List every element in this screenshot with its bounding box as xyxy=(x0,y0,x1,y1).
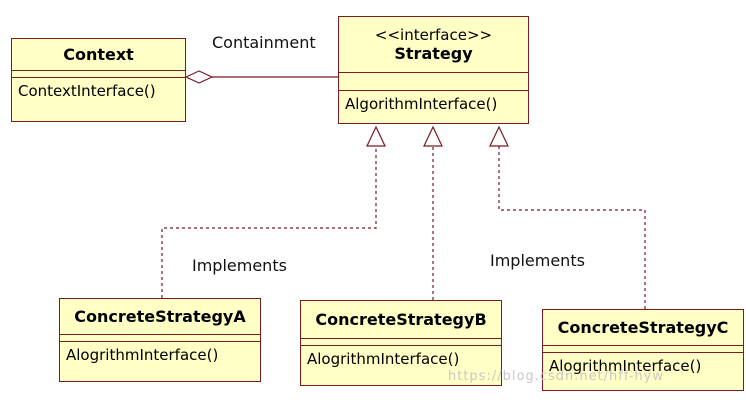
class-concrete-strategy-a[interactable]: ConcreteStrategyA AlogrithmInterface() xyxy=(59,298,261,382)
implements-label-left: Implements xyxy=(192,256,287,275)
containment-label: Containment xyxy=(212,33,316,52)
class-concrete-strategy-b[interactable]: ConcreteStrategyB AlogrithmInterface() xyxy=(300,300,502,386)
class-context-name: Context xyxy=(63,45,134,64)
class-concrete-strategy-c-name-compartment: ConcreteStrategyC xyxy=(543,310,743,346)
realization-arrowhead-a xyxy=(366,125,386,147)
class-concrete-strategy-b-name: ConcreteStrategyB xyxy=(315,310,487,329)
aggregation-diamond xyxy=(184,70,214,84)
class-concrete-strategy-b-name-compartment: ConcreteStrategyB xyxy=(301,301,501,339)
class-context-name-compartment: Context xyxy=(12,39,185,71)
implements-edge-c xyxy=(498,146,646,309)
class-concrete-strategy-b-attributes xyxy=(301,339,501,346)
implements-edge-a xyxy=(161,146,377,298)
class-concrete-strategy-b-operation: AlogrithmInterface() xyxy=(307,350,460,368)
realization-arrowhead-b xyxy=(423,125,443,147)
class-strategy-attributes xyxy=(339,73,528,91)
class-strategy[interactable]: <<interface>> Strategy AlgorithmInterfac… xyxy=(338,16,529,124)
class-concrete-strategy-a-name: ConcreteStrategyA xyxy=(74,307,246,326)
class-concrete-strategy-a-name-compartment: ConcreteStrategyA xyxy=(60,299,260,335)
implements-label-right: Implements xyxy=(490,251,585,270)
class-concrete-strategy-c-name: ConcreteStrategyC xyxy=(557,318,729,337)
class-concrete-strategy-a-attributes xyxy=(60,335,260,342)
class-concrete-strategy-c-operation: AlogrithmInterface() xyxy=(549,357,702,375)
class-concrete-strategy-c-attributes xyxy=(543,346,743,353)
class-strategy-name: Strategy xyxy=(394,44,473,63)
class-strategy-stereotype: <<interface>> xyxy=(374,26,493,44)
class-concrete-strategy-c[interactable]: ConcreteStrategyC AlogrithmInterface() xyxy=(542,309,744,391)
class-context[interactable]: Context ContextInterface() xyxy=(11,38,186,122)
class-strategy-operation: AlgorithmInterface() xyxy=(345,95,498,113)
watermark-text: https://blog.csdn.net/hff-hyw xyxy=(448,369,664,384)
realization-arrowhead-c xyxy=(489,125,509,147)
class-strategy-name-compartment: <<interface>> Strategy xyxy=(339,17,528,73)
class-concrete-strategy-a-operation: AlogrithmInterface() xyxy=(66,346,219,364)
class-context-attributes xyxy=(12,71,185,78)
class-context-operation: ContextInterface() xyxy=(18,82,156,100)
